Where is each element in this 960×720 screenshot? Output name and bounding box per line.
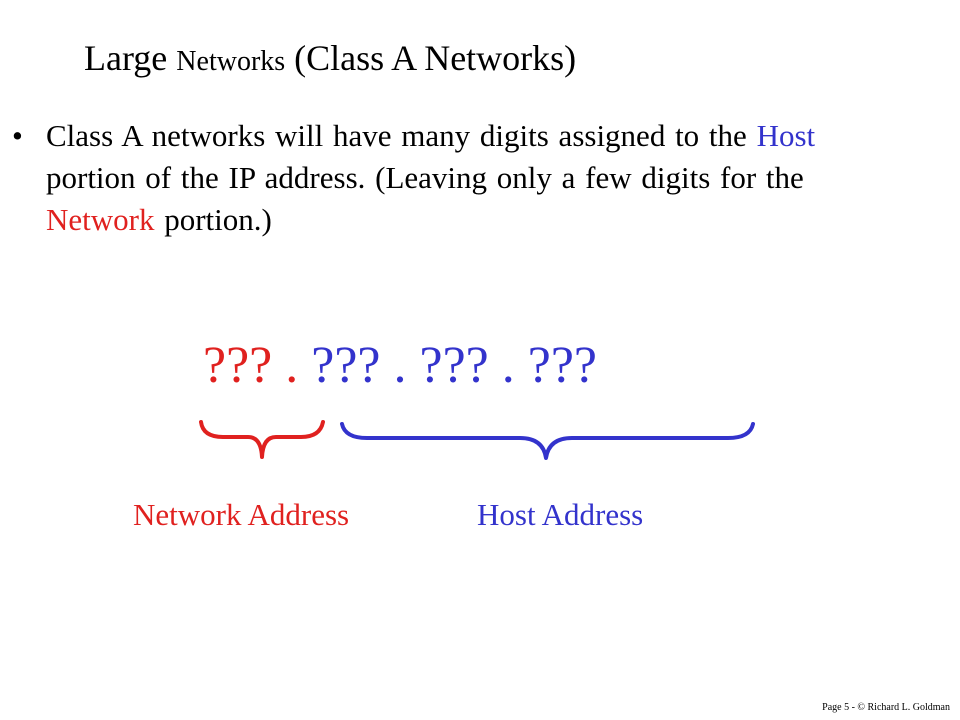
bullet-text: Class A networks will have many digits a… (46, 115, 906, 241)
ip-octet-1: ??? (203, 337, 273, 394)
page-footer: Page 5 - © Richard L. Goldman (822, 702, 950, 713)
bullet-dot-icon: • (12, 118, 23, 153)
host-address-label: Host Address (477, 497, 644, 532)
bullet-seg-2: portion of the IP address. (Leaving only… (46, 160, 804, 195)
ip-octet-3: ??? (419, 337, 489, 394)
ip-octet-4: ??? (527, 337, 597, 394)
bullet-network-word: Network (46, 202, 155, 237)
network-address-label: Network Address (133, 497, 350, 532)
ip-separator-2: . (380, 337, 420, 394)
bullet-host-word: Host (756, 118, 816, 153)
ip-octet-2: ??? (311, 337, 381, 394)
host-brace-icon (340, 422, 755, 460)
bullet-seg-3: portion.) (154, 202, 272, 237)
slide-title: Large Networks (Class A Networks) (84, 40, 576, 76)
title-class-a: (Class A Networks) (285, 38, 577, 78)
ip-address-template: ??? . ??? . ??? . ??? (203, 336, 597, 396)
ip-separator-1: . (272, 337, 312, 394)
ip-separator-3: . (488, 337, 528, 394)
title-networks: Networks (176, 46, 286, 77)
network-brace-icon (199, 420, 325, 459)
title-large: Large (84, 38, 177, 78)
bullet-seg-1: Class A networks will have many digits a… (46, 118, 757, 153)
